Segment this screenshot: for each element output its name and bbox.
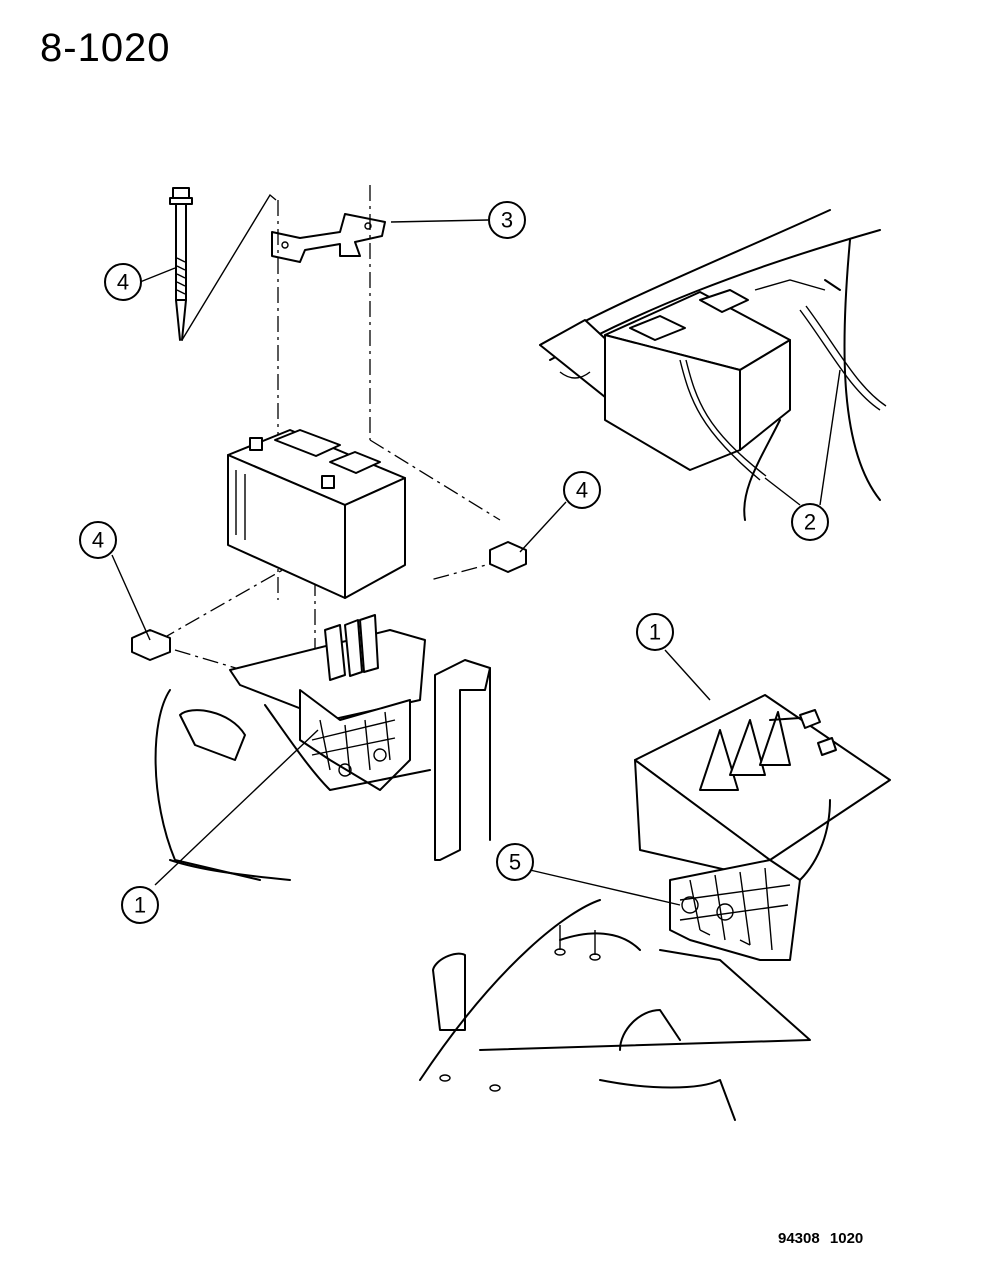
svg-text:2: 2 <box>804 510 816 535</box>
svg-text:5: 5 <box>509 850 521 875</box>
callout-4-bolt: 4 <box>104 263 142 301</box>
callout-2: 2 <box>791 503 829 541</box>
callout-1-left: 1 <box>121 886 159 924</box>
hold-down-clamp <box>271 213 386 263</box>
svg-text:1: 1 <box>649 620 661 645</box>
figure-code: 94308 1020 <box>778 1230 864 1247</box>
svg-text:1: 1 <box>134 893 146 918</box>
hold-down-nut-left <box>131 629 171 661</box>
callout-4-right: 4 <box>563 471 601 509</box>
callout-5: 5 <box>496 843 534 881</box>
right-body-panel <box>419 899 811 1121</box>
svg-text:4: 4 <box>92 528 104 553</box>
left-fender-outline <box>154 659 491 881</box>
callout-3: 3 <box>488 201 526 239</box>
hold-down-nut-right <box>489 541 527 573</box>
battery <box>227 429 406 599</box>
svg-text:4: 4 <box>117 270 129 295</box>
callout-1-right: 1 <box>636 613 674 651</box>
hold-down-bolt <box>169 187 193 341</box>
callout-4-left: 4 <box>79 521 117 559</box>
battery-tray-installed <box>229 614 426 791</box>
svg-text:4: 4 <box>576 478 588 503</box>
battery-tray-exploded <box>634 694 891 961</box>
svg-text:3: 3 <box>501 208 513 233</box>
installed-battery-view <box>539 209 887 521</box>
page-code: 8-1020 <box>40 26 171 70</box>
